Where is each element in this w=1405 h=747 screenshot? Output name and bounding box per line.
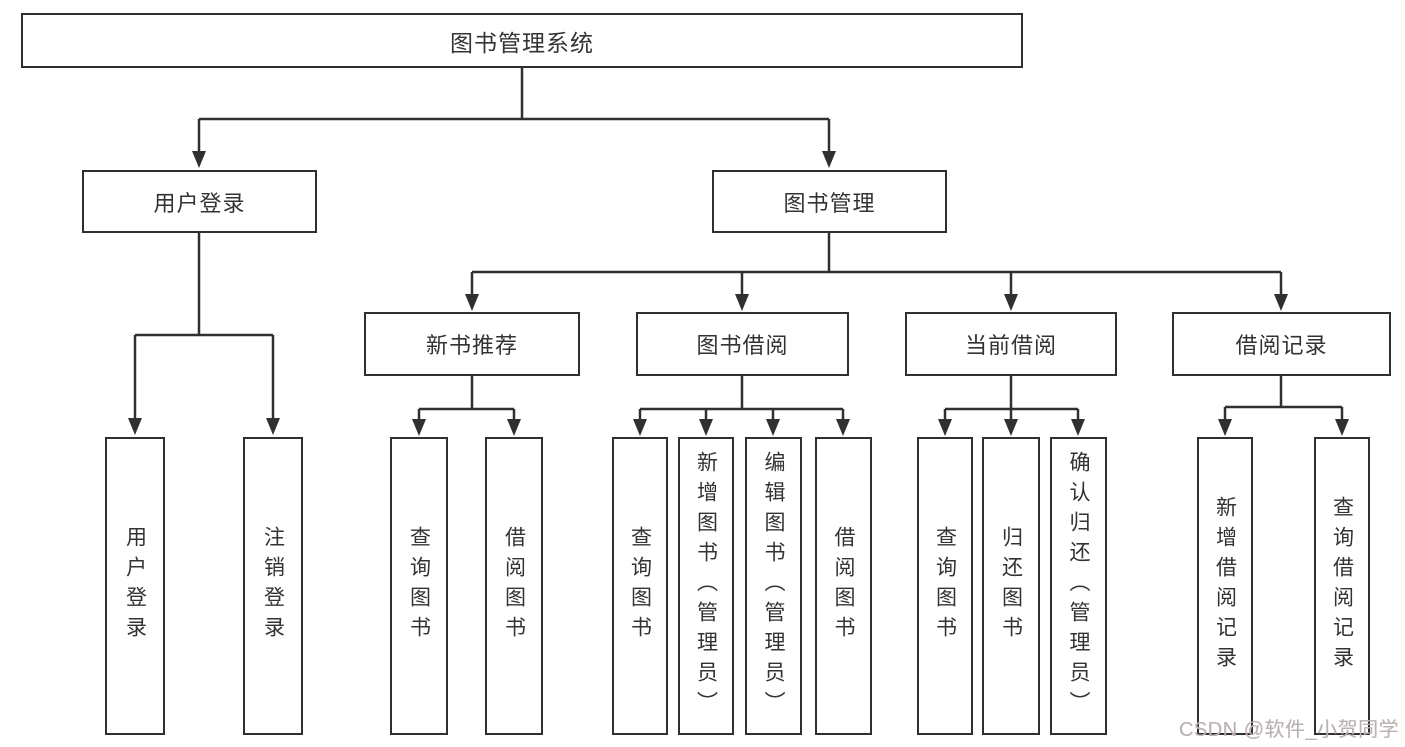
leaf-label: 查询图书: [628, 526, 652, 646]
leaf-label: 借阅图书: [502, 526, 526, 646]
node-current-borrowing: 当前借阅: [905, 312, 1117, 376]
node-book-borrowing: 图书借阅: [636, 312, 849, 376]
connector-book-mgmt-children: [465, 232, 1288, 311]
leaf-query-books-1: 查询图书: [390, 437, 448, 735]
arrowhead: [192, 151, 206, 168]
leaf-return-books: 归还图书: [982, 437, 1040, 735]
connector-book-borrow-children: [633, 376, 850, 436]
arrowhead: [822, 151, 836, 168]
leaf-label: 注销登录: [261, 526, 285, 646]
arrowhead: [938, 419, 952, 436]
connector-new-book-children: [412, 376, 521, 436]
leaf-confirm-return-admin: 确认归还（管理员）: [1050, 437, 1107, 735]
leaf-logout: 注销登录: [243, 437, 303, 735]
node-book-management: 图书管理: [712, 170, 947, 233]
leaf-query-books-2: 查询图书: [612, 437, 668, 735]
leaf-label: 借阅图书: [832, 526, 855, 646]
arrowhead: [1004, 294, 1018, 311]
node-borrowing-records: 借阅记录: [1172, 312, 1391, 376]
node-root-library-system: 图书管理系统: [21, 13, 1023, 68]
node-user-login: 用户登录: [82, 170, 317, 233]
leaf-borrow-books-2: 借阅图书: [815, 437, 872, 735]
leaf-borrow-books-1: 借阅图书: [485, 437, 543, 735]
leaf-label: 查询图书: [407, 526, 431, 646]
leaf-label: 新增借阅记录: [1213, 496, 1237, 676]
arrowhead: [633, 419, 647, 436]
arrowhead: [266, 418, 280, 435]
leaf-label: 用户登录: [123, 526, 147, 646]
arrowhead: [1071, 419, 1085, 436]
leaf-label: 确认归还（管理员）: [1067, 451, 1090, 721]
leaf-label: 新增图书（管理员）: [694, 451, 718, 721]
leaf-add-books-admin: 新增图书（管理员）: [678, 437, 734, 735]
arrowhead: [412, 419, 426, 436]
connector-borrow-records-children: [1218, 376, 1349, 436]
csdn-watermark: CSDN @软件_小贺同学: [1178, 719, 1399, 741]
arrowhead: [128, 418, 142, 435]
arrowhead: [766, 419, 780, 436]
arrowhead: [1274, 294, 1288, 311]
arrowhead: [507, 419, 521, 436]
arrowhead: [1335, 419, 1349, 436]
arrowhead: [1218, 419, 1232, 436]
connector-root-to-level2: [192, 68, 836, 168]
leaf-label: 查询借阅记录: [1330, 496, 1354, 676]
connector-current-borrow-children: [938, 376, 1085, 436]
leaf-label: 编辑图书（管理员）: [762, 451, 785, 721]
arrowhead: [735, 294, 749, 311]
node-new-book-recommend: 新书推荐: [364, 312, 580, 376]
leaf-add-borrow-record: 新增借阅记录: [1197, 437, 1253, 735]
arrowhead: [465, 294, 479, 311]
leaf-label: 查询图书: [933, 526, 957, 646]
leaf-label: 归还图书: [999, 526, 1023, 646]
arrowhead: [836, 419, 850, 436]
leaf-user-login: 用户登录: [105, 437, 165, 735]
arrowhead: [1004, 419, 1018, 436]
leaf-query-books-3: 查询图书: [917, 437, 973, 735]
connector-user-login-children: [128, 233, 280, 435]
leaf-edit-books-admin: 编辑图书（管理员）: [745, 437, 802, 735]
arrowhead: [699, 419, 713, 436]
leaf-query-borrow-record: 查询借阅记录: [1314, 437, 1370, 735]
